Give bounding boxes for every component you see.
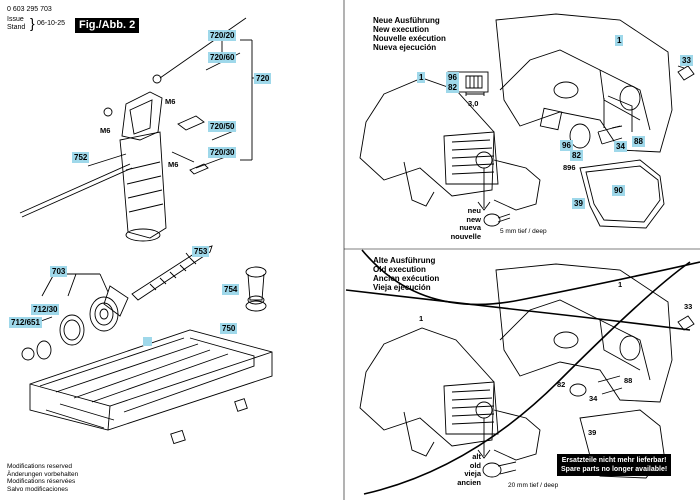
issue-date: 06-10-25	[37, 20, 66, 27]
footer-line: Modifications reserved	[7, 463, 73, 470]
caption-word: neu	[467, 206, 481, 215]
heading-line: New execution	[373, 25, 430, 34]
caption-word: vieja	[464, 469, 481, 478]
footer-line: Salvo modificaciones	[7, 485, 69, 493]
heading-line: Ancien exécution	[373, 274, 440, 283]
stand-label: Stand	[7, 24, 26, 31]
callout-m6-left: M6	[100, 126, 111, 135]
old-part-88: 88	[624, 376, 633, 385]
part-label-720-50: 720/50	[208, 121, 237, 132]
part-label-720-60: 720/60	[208, 52, 237, 63]
footer-line: Änderungen vorbehalten	[7, 470, 79, 478]
new-part-label-39: 39	[572, 198, 585, 209]
heading-line: Neue Ausführung	[373, 16, 440, 25]
new-zoom-label-96: 96	[446, 72, 459, 83]
new-part-label-96: 96	[560, 140, 573, 151]
figure-title: Fig./Abb. 2	[75, 18, 140, 33]
old-part-39: 39	[588, 428, 597, 437]
warning-line: Ersatzteile nicht mehr lieferbar!	[561, 457, 667, 464]
new-part-label-1-left: 1	[417, 72, 426, 83]
caption-word: alt	[472, 452, 481, 461]
new-part-label-1-right: 1	[615, 35, 624, 46]
old-part-1-left: 1	[419, 314, 424, 323]
issue-label: Issue	[7, 16, 24, 23]
new-part-label-90: 90	[612, 185, 625, 196]
caption-word: old	[469, 460, 481, 470]
old-part-33: 33	[684, 302, 693, 311]
heading-line: Old execution	[373, 265, 426, 274]
part-label-712-651: 712/651	[9, 317, 42, 328]
footer-notes: Modifications reserved Änderungen vorbeh…	[7, 463, 78, 493]
new-part-label-34: 34	[614, 141, 627, 152]
old-part-82: 82	[557, 380, 566, 389]
heading-line: Nueva ejecución	[373, 43, 437, 52]
warning-line: Spare parts no longer available!	[561, 466, 668, 473]
new-zoom-label-82: 82	[446, 82, 459, 93]
new-caption: neu new nueva nouvelle	[443, 206, 481, 241]
old-part-1-right: 1	[618, 280, 623, 289]
heading-line: Vieja ejecución	[373, 283, 431, 292]
part-label-750: 750	[220, 323, 238, 334]
heading-line: Nouvelle exécution	[373, 34, 446, 43]
caption-word: nueva	[459, 223, 481, 232]
new-depth-note: 5 mm tief / deep	[500, 228, 547, 235]
new-part-label-33: 33	[680, 55, 693, 66]
heading-line: Alte Ausführung	[373, 256, 436, 265]
part-label-720-30: 720/30	[208, 147, 237, 158]
part-label-720-20: 720/20	[208, 30, 237, 41]
old-execution-heading: Alte Ausführung Old execution Ancien exé…	[373, 256, 439, 292]
old-depth-note: 20 mm tief / deep	[508, 482, 559, 489]
part-label-720: 720	[254, 73, 272, 84]
doc-number: 0 603 295 703	[7, 6, 52, 13]
spare-parts-warning: Ersatzteile nicht mehr lieferbar! Spare …	[557, 454, 672, 476]
part-label-752: 752	[72, 152, 90, 163]
callout-m6-top: M6	[165, 97, 176, 106]
new-part-label-82: 82	[570, 150, 583, 161]
footer-line: Modifications réservées	[7, 478, 76, 485]
dimension-3-0: 3,0	[468, 99, 479, 108]
caption-word: nouvelle	[450, 231, 481, 241]
part-label-703: 703	[50, 266, 68, 277]
new-part-896: 896	[563, 163, 576, 172]
issue-brace: }	[30, 15, 35, 31]
new-part-label-88: 88	[632, 136, 645, 147]
caption-word: ancien	[457, 477, 481, 487]
old-part-34: 34	[589, 394, 598, 403]
old-caption: alt old vieja ancien	[443, 452, 481, 487]
caption-word: new	[466, 214, 481, 224]
new-execution-heading: Neue Ausführung New execution Nouvelle e…	[373, 16, 446, 52]
callout-m6-bottom: M6	[168, 160, 179, 169]
part-label-712-30: 712/30	[31, 304, 60, 315]
part-label-754: 754	[222, 284, 240, 295]
part-label-753: 753	[192, 246, 210, 257]
blank-label-marker	[143, 337, 152, 346]
